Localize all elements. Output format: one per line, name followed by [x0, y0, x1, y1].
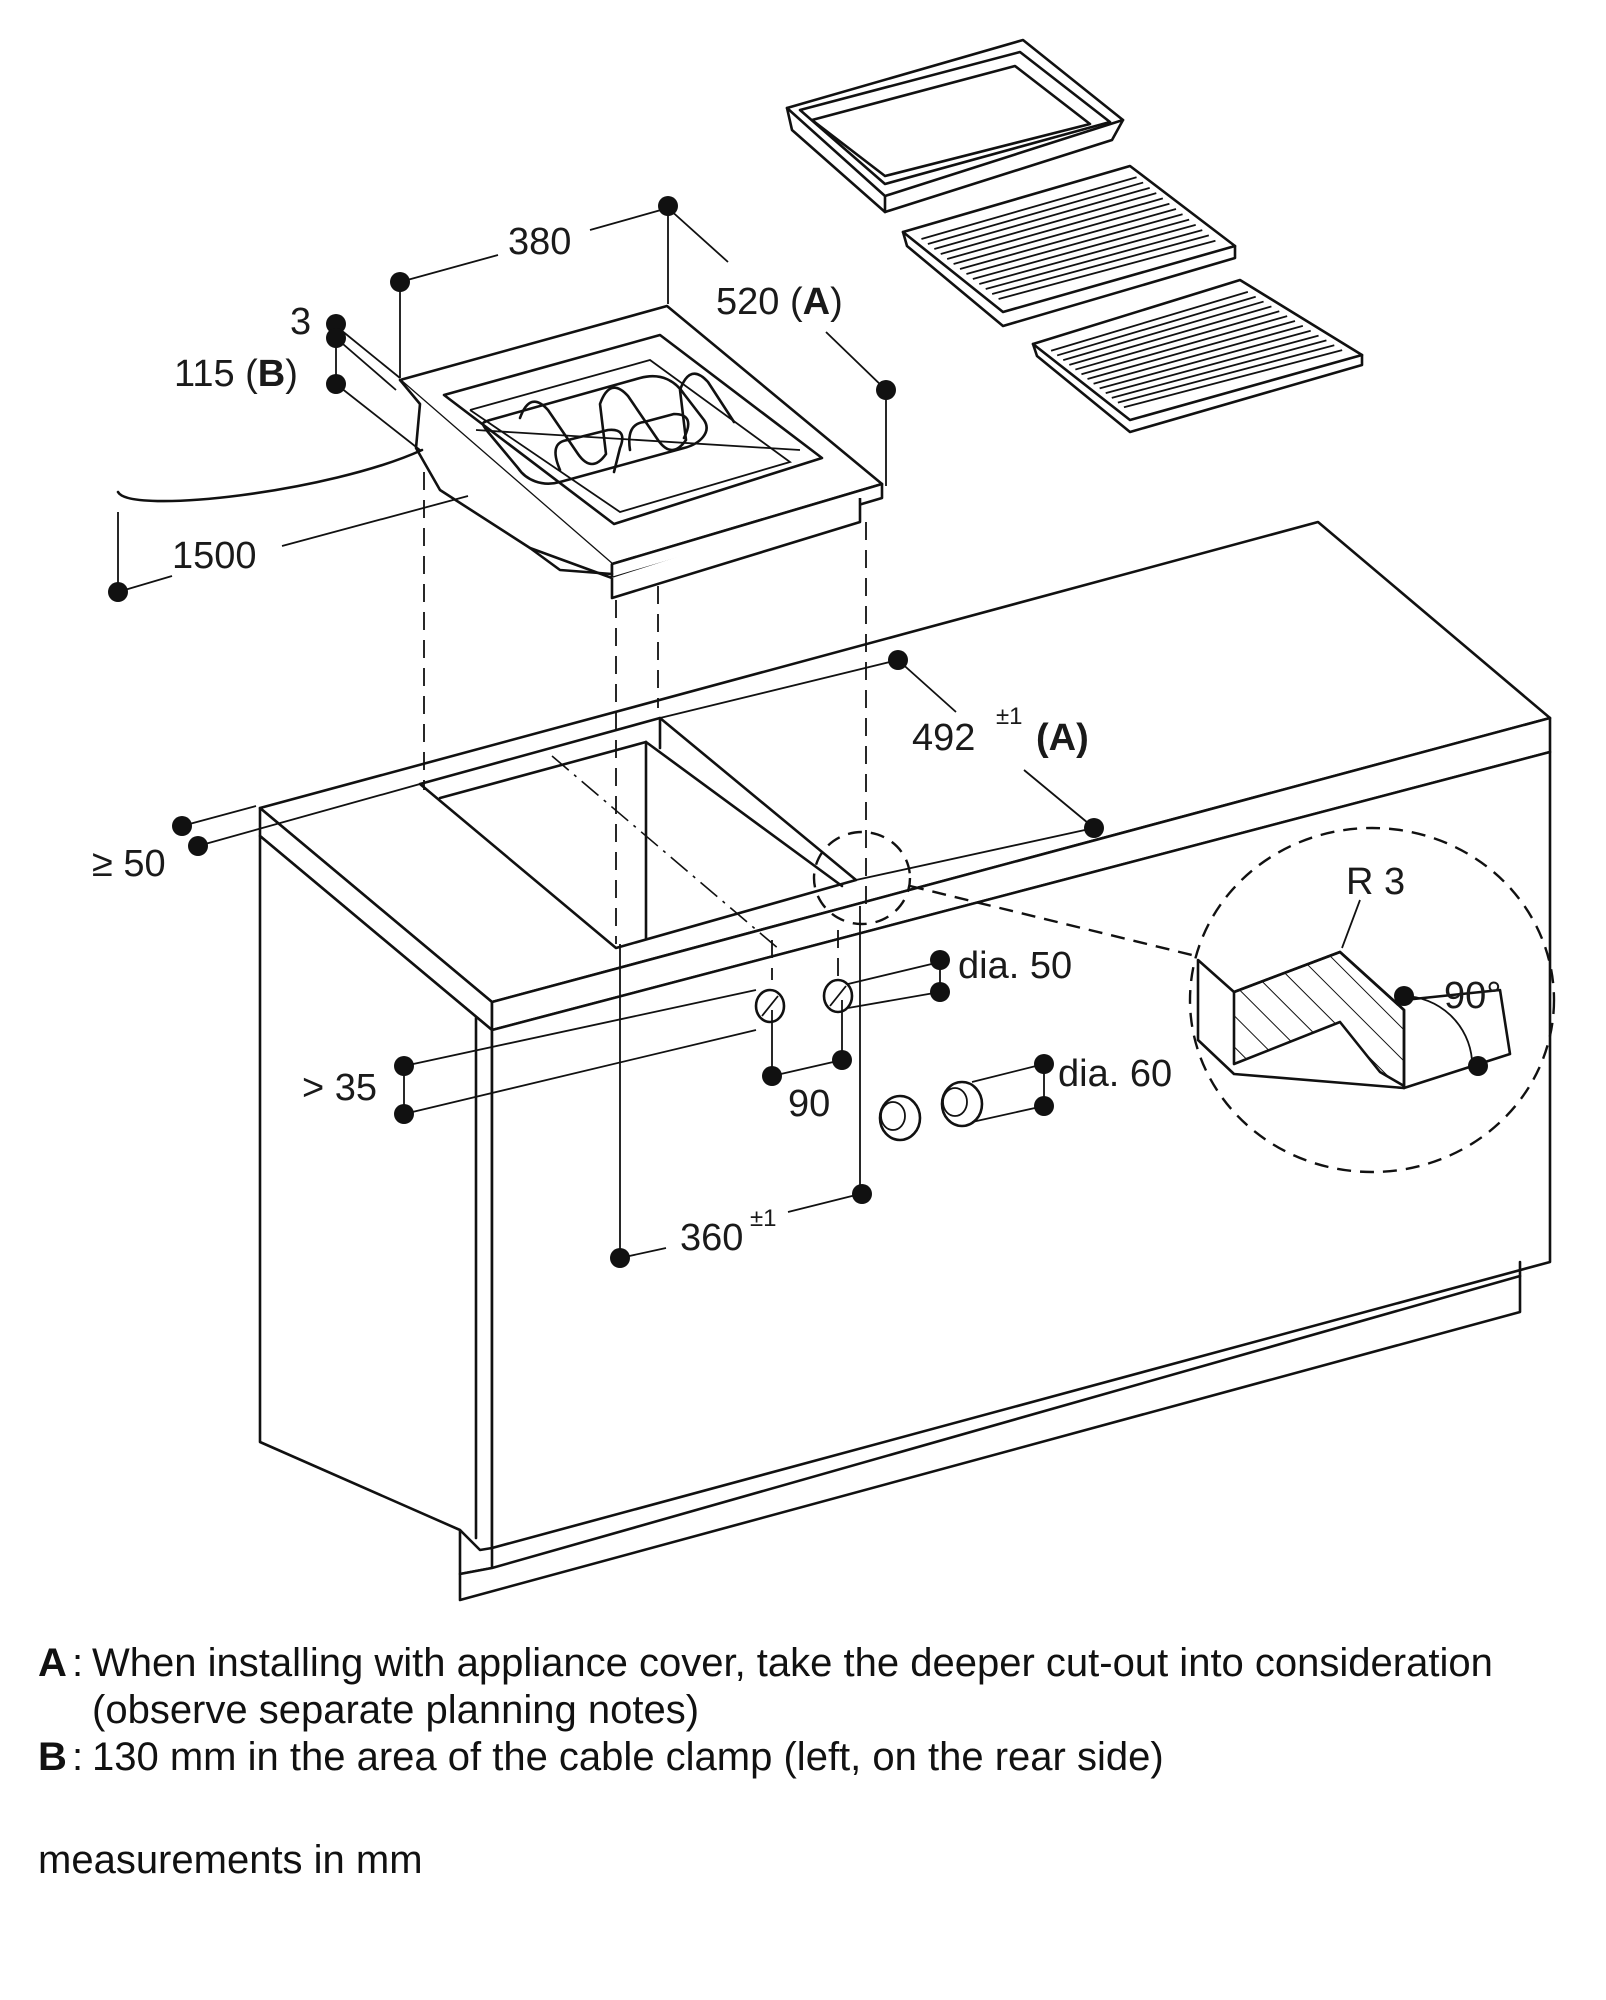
projection-lines — [423, 472, 867, 980]
grill-rib — [998, 239, 1216, 300]
grill-rib — [953, 202, 1170, 265]
grill-rib — [946, 197, 1164, 260]
label-90: 90 — [788, 1083, 830, 1125]
grill-rib — [1123, 349, 1343, 409]
label-520-close: ) — [830, 281, 843, 323]
dimension-labels: 380 520 (A) 3 115 (B) 1500 492 ±1 (A) ≥ … — [92, 221, 1501, 1259]
label-380: 380 — [508, 221, 571, 263]
label-492-key: (A) — [1036, 717, 1089, 759]
grill-rib — [1081, 315, 1288, 376]
label-492: 492 — [912, 717, 975, 759]
grill-rib — [934, 186, 1150, 250]
svg-text:520 (A): 520 (A) — [716, 281, 843, 323]
accessory-tray — [785, 38, 1125, 214]
grill-rib — [991, 234, 1210, 295]
label-360: 360 — [680, 1217, 743, 1259]
note-b: B : 130 mm in the area of the cable clam… — [38, 1734, 1578, 1781]
note-b-text: 130 mm in the area of the cable clamp (l… — [92, 1735, 1164, 1779]
label-dia-60: dia. 60 — [1058, 1053, 1172, 1095]
grill-rib — [1105, 334, 1319, 395]
heating-element — [475, 372, 801, 485]
detail-circle — [812, 826, 1556, 1174]
grill-rib — [979, 223, 1196, 285]
label-r3: R 3 — [1346, 861, 1405, 903]
grill-rib — [985, 229, 1203, 290]
grill-rib — [921, 176, 1137, 240]
note-a: A : When installing with appliance cover… — [38, 1640, 1578, 1734]
footnotes: A : When installing with appliance cover… — [38, 1640, 1578, 1781]
grill-rib — [972, 218, 1190, 280]
grill-rib — [966, 213, 1183, 275]
control-knobs — [754, 978, 984, 1142]
grill-rib — [1087, 320, 1296, 380]
grill-rib — [1117, 344, 1335, 404]
grill-rib — [1075, 310, 1280, 371]
grill-rib — [927, 181, 1144, 245]
cooktop-appliance — [398, 304, 884, 600]
installation-diagram: 380 520 (A) 3 115 (B) 1500 492 ±1 (A) ≥ … — [92, 38, 1556, 1602]
grill-rib — [959, 208, 1177, 270]
label-90-deg: 90° — [1444, 975, 1501, 1017]
units-note: measurements in mm — [38, 1838, 423, 1882]
label-1500: 1500 — [172, 535, 257, 577]
cabinet — [258, 750, 1552, 1602]
note-a-key: A — [38, 1641, 67, 1685]
label-520-key: A — [803, 281, 830, 323]
label-492-tol: ±1 — [996, 703, 1023, 730]
grill-rib — [1111, 339, 1327, 399]
grill-rib — [1062, 300, 1264, 362]
grill-rib — [1093, 324, 1304, 385]
label-360-tol: ±1 — [750, 1205, 777, 1232]
accessory-grill-plate-lower — [1031, 278, 1364, 434]
label-115: 115 ( — [174, 353, 258, 395]
note-b-key: B — [38, 1735, 67, 1779]
label-35: > 35 — [302, 1067, 377, 1109]
power-cable — [116, 448, 424, 503]
grill-rib — [1069, 305, 1272, 366]
grill-rib — [1056, 295, 1256, 357]
label-3: 3 — [290, 301, 311, 343]
grill-rib — [940, 192, 1157, 255]
svg-text:115 (B): 115 (B) — [174, 353, 298, 395]
note-a-text: When installing with appliance cover, ta… — [92, 1641, 1493, 1732]
label-dia-50: dia. 50 — [958, 945, 1072, 987]
accessory-grill-plate-upper — [901, 164, 1237, 328]
label-50: ≥ 50 — [92, 843, 166, 885]
label-115-close: ) — [285, 353, 298, 395]
label-520: 520 ( — [716, 281, 803, 323]
grill-rib — [1099, 329, 1311, 390]
grill-rib — [1050, 290, 1249, 352]
label-115-key: B — [258, 353, 285, 395]
dimension-dots — [108, 196, 1488, 1268]
dimension-lines — [117, 207, 1095, 1259]
